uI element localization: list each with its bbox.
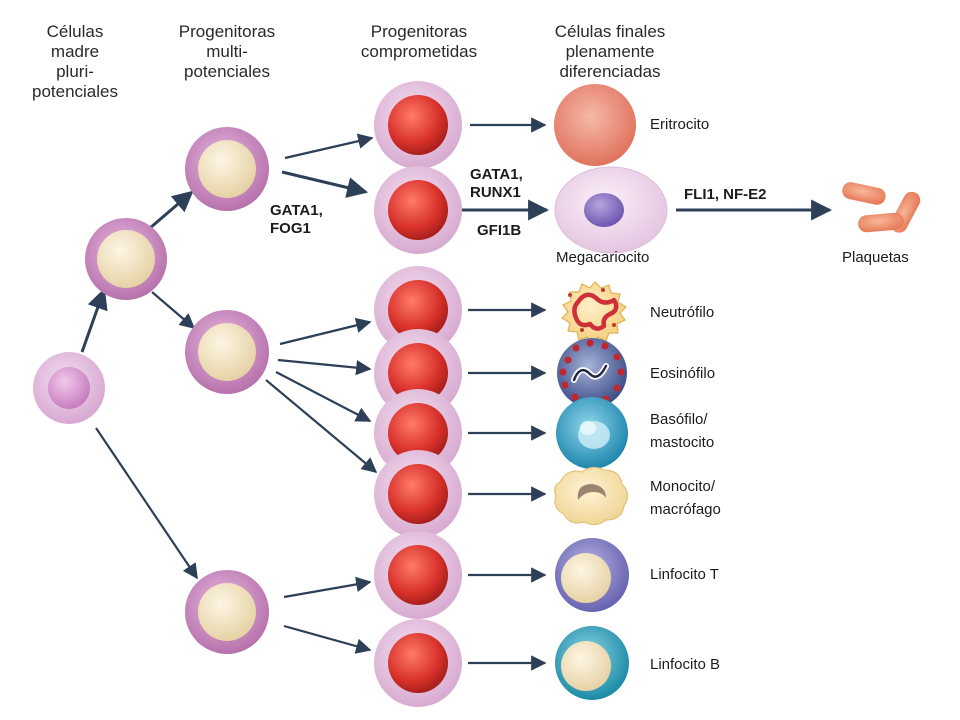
arrow-gmp-to-baso-prog: [275, 371, 372, 422]
label-monocito: Monocito/macrófago: [650, 478, 721, 518]
arrow-gmp-to-eos-prog: [277, 358, 372, 376]
arrow-gmp-to-mono-prog: [265, 379, 378, 473]
arrow-mep-to-mega-prog: [281, 170, 369, 198]
megakaryocyte-cell: [554, 166, 668, 254]
factor-gata1-fog1: GATA1,FOG1: [270, 202, 323, 237]
arrow-mep-to-ery-prog: [284, 133, 374, 160]
arrow-clp-to-b-prog: [283, 624, 372, 654]
committed-progenitor-b: [374, 619, 462, 707]
arrow-clp-to-t-prog: [283, 576, 372, 599]
t-lymphocyte-cell: [555, 538, 629, 612]
committed-progenitor-erythroid: [374, 81, 462, 169]
committed-progenitor-megakaryocyte: [374, 166, 462, 254]
stem-cell: [33, 352, 105, 424]
label-linfocito-t: Linfocito T: [650, 566, 719, 583]
eosinophil-cell: [557, 338, 627, 408]
arrow-stem-to-mpp-top: [80, 288, 108, 353]
arrow-stem-to-lymphoid: [95, 427, 198, 580]
monocyte-macrophage-cell: [554, 466, 629, 526]
lymphoid-progenitor: [185, 570, 269, 654]
label-eritrocito: Eritrocito: [650, 116, 710, 133]
committed-progenitor-basophil: [374, 389, 462, 477]
factor-fli1-nfe2: FLI1, NF-E2: [684, 186, 767, 203]
label-linfocito-b: Linfocito B: [650, 656, 721, 673]
committed-progenitor-neutrophil: [374, 266, 462, 354]
neutrophil-cell: [561, 281, 627, 345]
multipotent-progenitor-1: [85, 218, 167, 300]
committed-progenitor-t: [374, 531, 462, 619]
label-basofilo: Basófilo/mastocito: [650, 411, 715, 451]
arrow-gmp-to-neut-prog: [279, 317, 372, 346]
committed-progenitors: [374, 81, 462, 707]
factor-gfi1b: GFI1B: [477, 222, 522, 239]
label-neutrofilo: Neutrófilo: [650, 304, 715, 321]
label-eosinofilo: Eosinófilo: [650, 365, 716, 382]
committed-progenitor-monocyte: [374, 450, 462, 538]
arrow-mpp-to-gmp: [151, 291, 196, 330]
b-lymphocyte-cell: [555, 626, 629, 700]
granulocyte-monocyte-progenitor: [185, 310, 269, 394]
platelets: [842, 182, 921, 233]
megakaryocyte-erythroid-progenitor: [185, 127, 269, 211]
arrows: [80, 117, 833, 671]
factor-gata1-runx1: GATA1,RUNX1: [470, 166, 523, 201]
label-megacariocito: Megacariocito: [556, 249, 650, 266]
erythrocyte-cell: [554, 84, 636, 166]
label-plaquetas: Plaquetas: [842, 249, 909, 266]
arrow-mpp-to-mep: [149, 190, 194, 230]
basophil-mast-cell: [556, 397, 628, 469]
